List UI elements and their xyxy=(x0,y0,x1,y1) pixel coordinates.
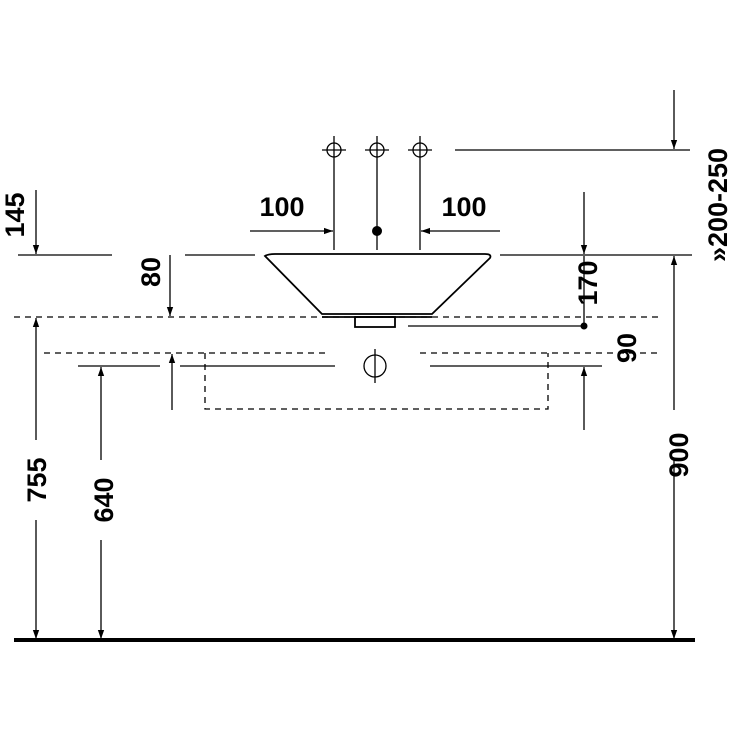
label-755: 755 xyxy=(22,457,52,502)
label-90: 90 xyxy=(612,333,642,363)
tap-hole-center-icon xyxy=(365,136,389,250)
label-tap-spacing-right: 100 xyxy=(441,192,486,222)
label-170: 170 xyxy=(573,260,603,305)
label-900: 900 xyxy=(664,432,694,477)
waste-point xyxy=(580,322,588,330)
cabinet-outline xyxy=(204,353,549,410)
tap-hole-right-icon xyxy=(408,136,432,250)
label-640: 640 xyxy=(89,477,119,522)
label-tap-spacing-left: 100 xyxy=(259,192,304,222)
waste-outlet xyxy=(354,316,396,328)
label-80: 80 xyxy=(136,257,166,287)
label-145: 145 xyxy=(0,192,30,237)
basin-bowl xyxy=(263,253,492,315)
label-wall-tap-height: »200-250 xyxy=(703,148,733,262)
tap-hole-left-icon xyxy=(322,136,346,250)
